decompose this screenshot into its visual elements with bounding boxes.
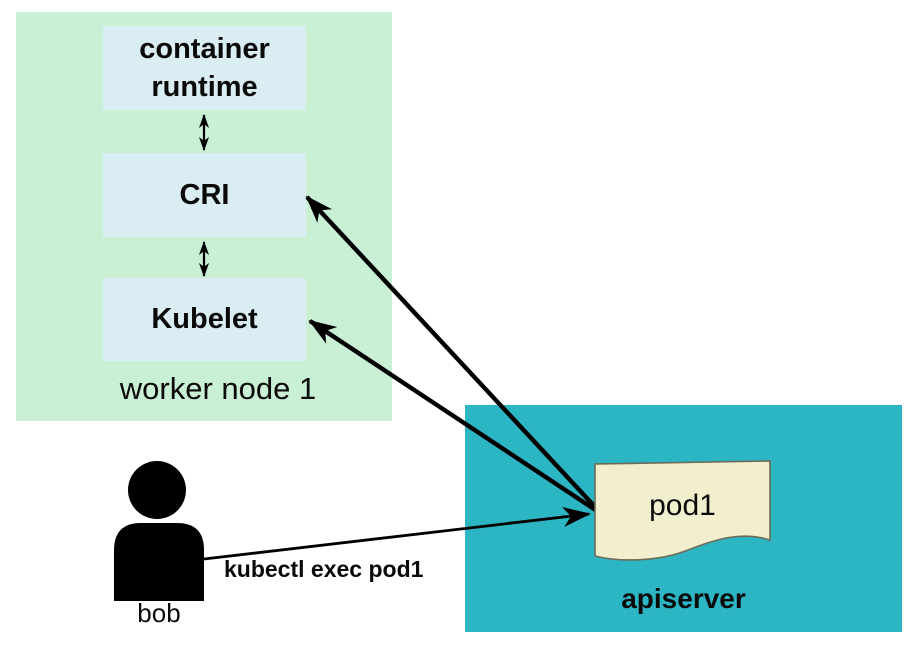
- kubelet-label: Kubelet: [151, 303, 258, 336]
- container-runtime-box: container runtime: [103, 26, 306, 110]
- person-body: [114, 523, 204, 601]
- pod1-to-kubelet-arrow: [308, 319, 599, 513]
- pod1-document-shape: [594, 460, 771, 561]
- apiserver-label: apiserver: [621, 583, 746, 614]
- bob-label: bob: [137, 598, 181, 628]
- kubelet-box: Kubelet: [103, 278, 306, 361]
- cri-box: CRI: [103, 153, 306, 237]
- kubectl-exec-command-label: kubectl exec pod1: [224, 556, 424, 582]
- pod1-label: pod1: [649, 489, 716, 522]
- worker-node-label: worker node 1: [119, 371, 317, 406]
- pod1-to-cri-arrow: [305, 195, 599, 511]
- container-runtime-label: container runtime: [139, 32, 270, 103]
- person-head: [128, 461, 186, 519]
- cri-label: CRI: [179, 178, 230, 211]
- person-icon: [114, 461, 204, 601]
- bob-to-pod1-arrow: [203, 507, 591, 561]
